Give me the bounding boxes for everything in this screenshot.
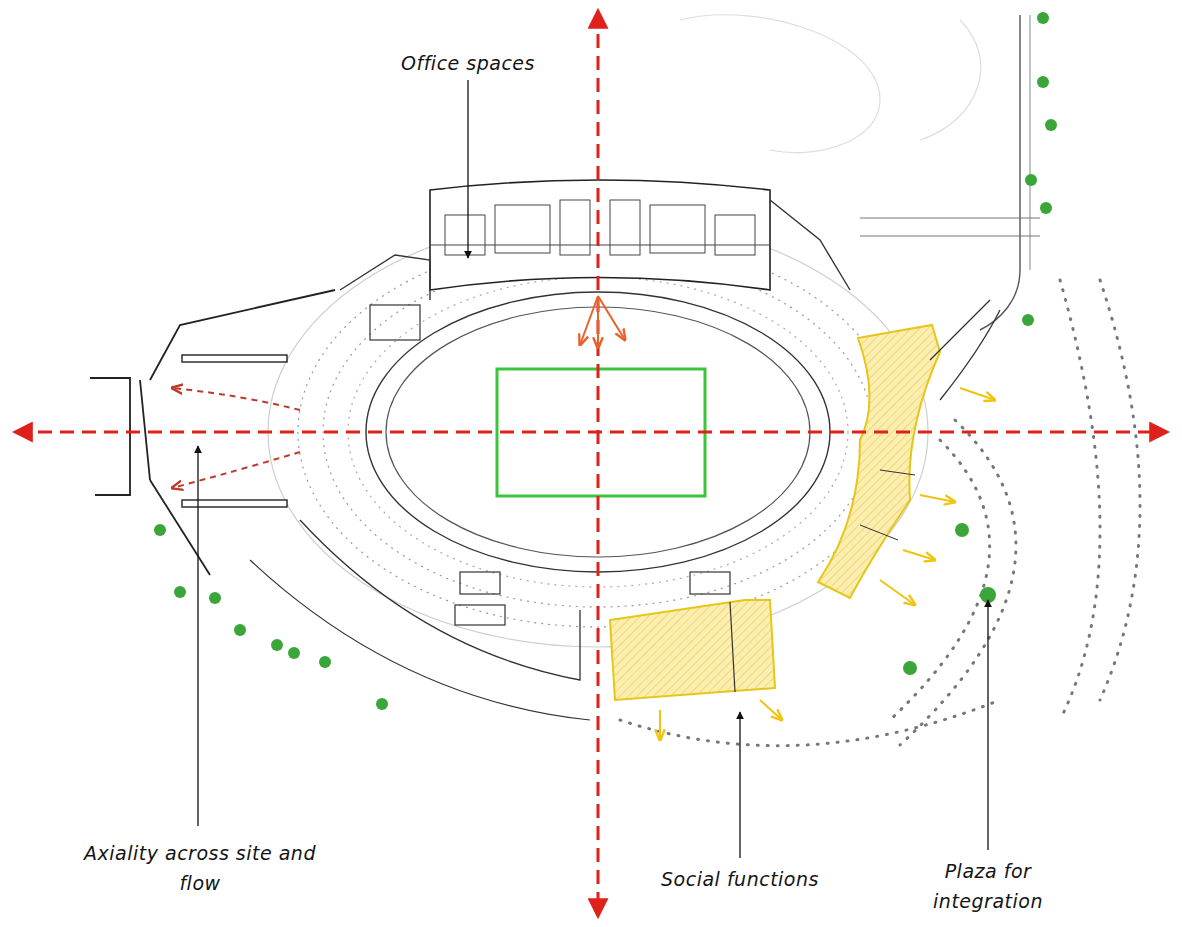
social-label: Social functions: [620, 864, 860, 894]
office-label: Office spaces: [348, 48, 588, 78]
plaza-label: Plaza for integration: [913, 856, 1063, 916]
axiality-label: Axiality across site and flow: [75, 838, 325, 898]
